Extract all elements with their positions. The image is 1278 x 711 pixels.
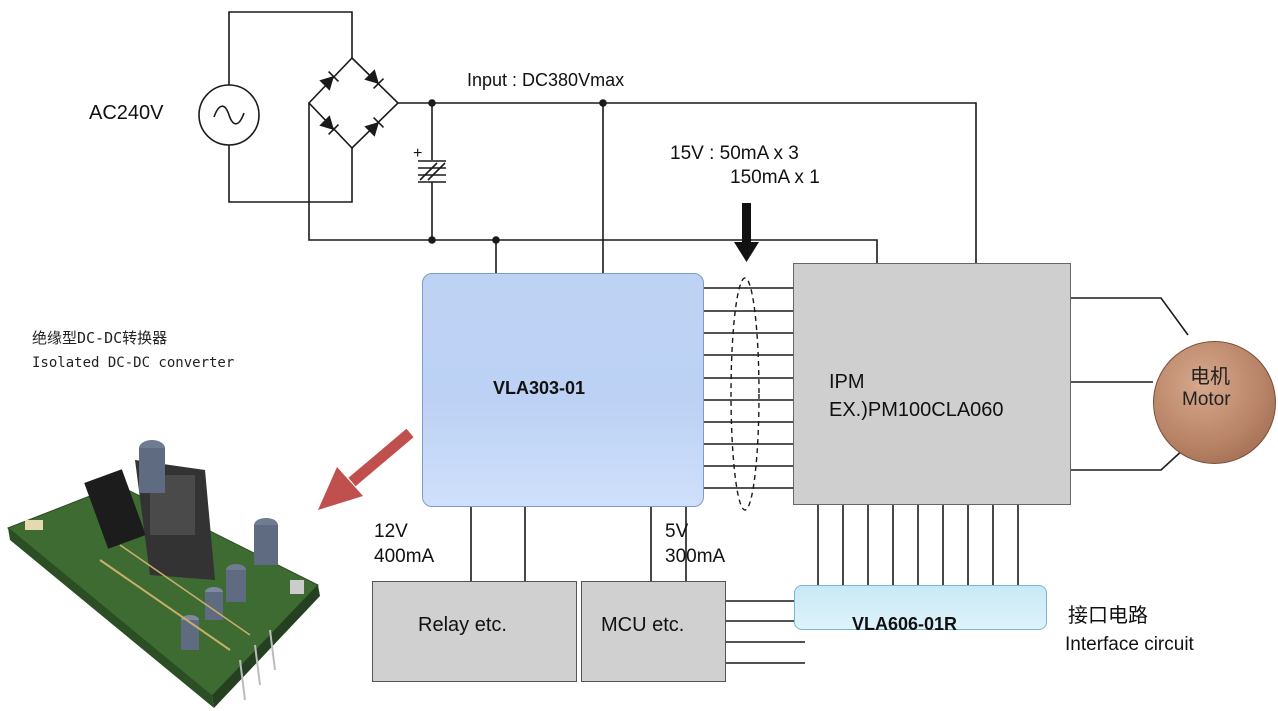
gate-drive-bus <box>702 287 793 489</box>
vla606-block <box>794 585 1047 630</box>
current-label-line1: 15V : 50mA x 3 <box>670 143 799 164</box>
input-voltage-label: Input : DC380Vmax <box>467 70 625 90</box>
converter-photo <box>7 440 320 708</box>
dc-positive-rail <box>398 102 977 265</box>
relay-block <box>372 581 577 682</box>
output-12v-label-line2: 400mA <box>374 546 435 567</box>
cap-polarity: + <box>413 145 422 162</box>
current-arrow <box>734 203 759 262</box>
vla303-block <box>422 273 704 507</box>
mcu-label: MCU etc. <box>601 614 685 636</box>
sine-icon <box>213 105 245 125</box>
capacitor-icon <box>418 160 446 183</box>
junction-dot <box>428 236 436 244</box>
output-12v-label-line1: 12V <box>374 521 408 542</box>
motor-label-cn: 电机 <box>1190 364 1230 388</box>
converter-label-cn: 绝缘型DC-DC转换器 <box>32 329 168 347</box>
output-5v-label-line1: 5V <box>665 521 689 542</box>
diode-icon <box>364 116 385 137</box>
motor-label-en: Motor <box>1182 389 1231 410</box>
wires <box>228 11 1189 664</box>
junction-dot <box>492 236 500 244</box>
junction-dot <box>428 99 436 107</box>
diode-icon <box>364 69 385 90</box>
ac-source-symbol <box>198 84 260 146</box>
output-5v-label-line2: 300mA <box>665 546 726 567</box>
motor-line-3 <box>1069 447 1186 471</box>
dc-negative-rail <box>308 103 878 265</box>
ipm-block <box>793 263 1071 505</box>
ipm-label-line2: EX.)PM100CLA060 <box>829 399 1004 421</box>
diode-icon <box>319 70 340 91</box>
bridge-rectifier <box>307 56 400 150</box>
diode-icon <box>319 115 340 136</box>
interface-label-cn: 接口电路 <box>1068 603 1148 627</box>
relay-label: Relay etc. <box>418 614 507 636</box>
bridge-diamond <box>307 56 400 150</box>
ac-source-label: AC240V <box>89 102 164 124</box>
converter-label-en: Isolated DC-DC converter <box>32 355 235 371</box>
vla303-label: VLA303-01 <box>493 378 586 398</box>
motor-line-1 <box>1069 297 1189 336</box>
ipm-label-line1: IPM <box>829 371 865 393</box>
interface-label-en: Interface circuit <box>1065 634 1194 655</box>
current-label-line2: 150mA x 1 <box>730 167 820 188</box>
ipm-interface-lines <box>817 503 1019 585</box>
bus-highlight-ellipse <box>730 277 760 511</box>
vla606-label: VLA606-01R <box>852 614 958 634</box>
junctions <box>428 99 607 244</box>
mcu-block <box>581 581 726 682</box>
junction-dot <box>599 99 607 107</box>
ac-loop-wire <box>228 11 353 203</box>
motor-circle <box>1153 341 1276 464</box>
pointer-arrow <box>318 428 414 510</box>
